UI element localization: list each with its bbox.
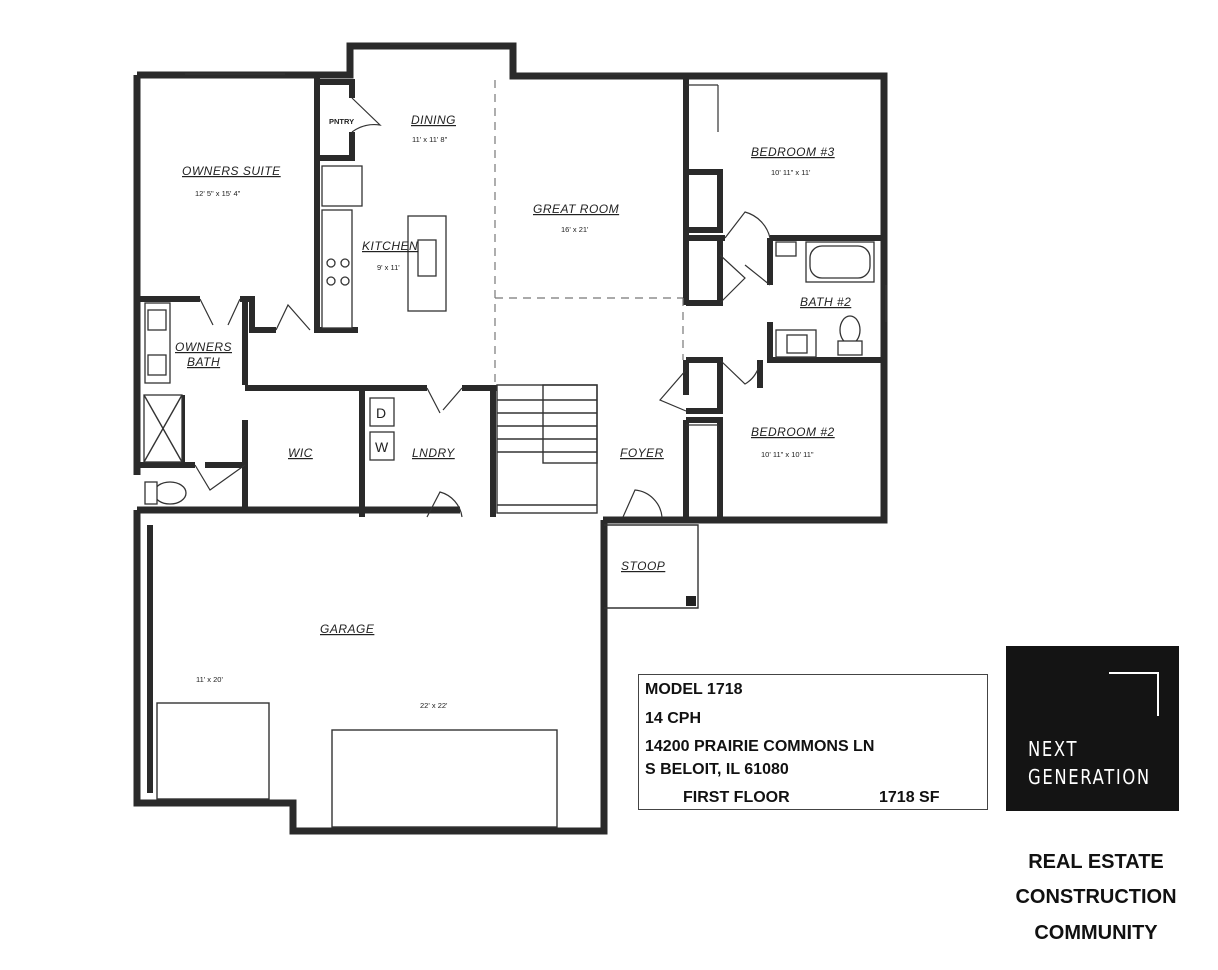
- dining-label: DINING: [411, 113, 456, 127]
- exterior-walls: [133, 42, 888, 835]
- garage-left-dims: 11' x 20': [196, 675, 223, 684]
- model-number: MODEL 1718: [645, 681, 743, 698]
- floor-label: FIRST FLOOR: [683, 789, 790, 806]
- foyer-label: FOYER: [620, 446, 664, 460]
- tagline-community: COMMUNITY: [1034, 922, 1158, 944]
- address-line-1: 14200 PRAIRIE COMMONS LN: [645, 738, 875, 755]
- bedroom3-dims: 10' 11" x 11': [771, 168, 811, 177]
- owners-suite-dims: 12' 5" x 15' 4": [195, 189, 241, 198]
- square-feet: 1718 SF: [879, 789, 940, 806]
- bath-fixtures: [143, 241, 875, 505]
- laundry-appliances: D W: [369, 397, 395, 461]
- model-code: 14 CPH: [645, 710, 702, 727]
- stoop-outline: [604, 524, 699, 609]
- owners-suite-label: OWNERS SUITE: [182, 164, 281, 178]
- kitchen-fixtures: [321, 165, 447, 329]
- garage-doors: [156, 702, 558, 828]
- laundry-label: LNDRY: [412, 446, 455, 460]
- address-line-2: S BELOIT, IL 61080: [645, 761, 789, 778]
- stoop-label: STOOP: [621, 559, 665, 573]
- wic-label: WIC: [288, 446, 313, 460]
- garage-right-dims: 22' x 22': [420, 701, 448, 710]
- tagline-real-estate: REAL ESTATE: [1028, 851, 1164, 873]
- great-room-dims: 16' x 21': [561, 225, 589, 234]
- great-room-boundary: [494, 80, 684, 385]
- garage-label: GARAGE: [320, 622, 375, 636]
- pantry-label: PNTRY: [329, 117, 354, 126]
- kitchen-label: KITCHEN: [362, 239, 418, 253]
- windows: [185, 43, 887, 522]
- bedroom3-label: BEDROOM #3: [751, 145, 835, 159]
- bath2-label: BATH #2: [800, 295, 851, 309]
- washer-label: W: [375, 439, 389, 455]
- logo-corner-mark: [1109, 672, 1159, 716]
- logo-text-line-1: NEXT: [1028, 737, 1079, 761]
- stairs: [496, 384, 598, 514]
- bedroom2-dims: 10' 11" x 10' 11": [761, 450, 814, 459]
- kitchen-dims: 9' x 11': [377, 263, 400, 272]
- doors: [194, 84, 771, 518]
- logo-text-line-2: GENERATION: [1028, 765, 1151, 789]
- bedroom2-label: BEDROOM #2: [751, 425, 835, 439]
- tagline-construction: CONSTRUCTION: [1015, 886, 1177, 908]
- great-room-label: GREAT ROOM: [533, 202, 619, 216]
- model-info-box: MODEL 1718 14 CPH 14200 PRAIRIE COMMONS …: [638, 674, 988, 810]
- owners-bath-label-1: OWNERS: [175, 340, 232, 354]
- dryer-label: D: [376, 405, 387, 421]
- next-generation-logo: NEXT GENERATION: [1006, 646, 1179, 811]
- owners-bath-label-2: BATH: [187, 355, 220, 369]
- dining-dims: 11' x 11' 8": [412, 135, 448, 144]
